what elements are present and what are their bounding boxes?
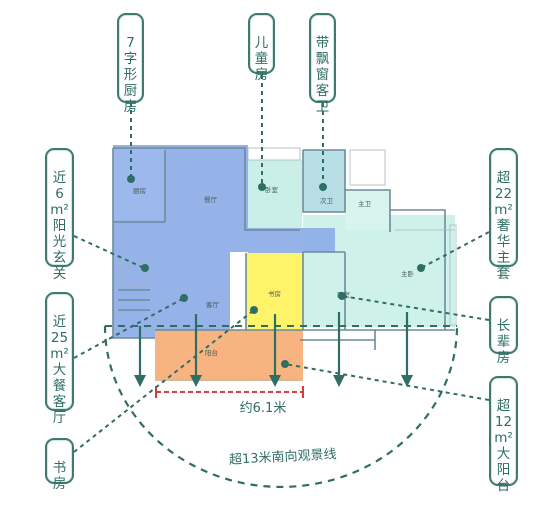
- room-label-study: 书房: [268, 289, 281, 298]
- balcony-zone: [155, 330, 303, 381]
- room-label-dining: 餐厅: [204, 195, 218, 204]
- callout-elder-room: 长 辈 房: [489, 296, 518, 366]
- callout-dining-living-text: 近 25 m² 大 餐 客 厅: [50, 314, 69, 426]
- kids-room-zone: [248, 160, 302, 228]
- callout-bath-window: 带 飘 窗 客 卫: [309, 13, 336, 115]
- width-label: 约6.1米: [240, 401, 287, 416]
- callout-dining-living: 近 25 m² 大 餐 客 厅: [45, 292, 74, 426]
- master-bath-zone: [345, 190, 390, 230]
- leader-lines: [73, 75, 490, 453]
- room-label-master-bath: 主卫: [358, 199, 372, 208]
- callout-elder-room-text: 长 辈 房: [496, 318, 511, 366]
- kitchen-zone: [113, 148, 165, 220]
- callout-kids-room-text: 儿 童 房: [254, 35, 269, 83]
- walls: [112, 147, 455, 350]
- room-label-kitchen: 厨房: [133, 186, 146, 195]
- callout-kitchen-text: 7 字 形 厨 房: [123, 35, 138, 115]
- callout-entrance-text: 近 6 m² 阳 光 玄 关: [50, 170, 69, 282]
- callout-master-suite: 超 22 m² 奢 华 主 套: [489, 148, 518, 282]
- callout-kids-room: 儿 童 房: [248, 13, 275, 83]
- room-label-balcony: 阳台: [205, 348, 218, 357]
- callout-bath-window-text: 带 飘 窗 客 卫: [315, 35, 330, 115]
- callout-study-text: 书 房: [52, 460, 67, 492]
- callout-kitchen: 7 字 形 厨 房: [117, 13, 144, 115]
- callout-study: 书 房: [45, 438, 74, 492]
- south-view-arrows: [134, 312, 413, 387]
- room-label-bedroom-small: 卧室: [265, 185, 279, 194]
- callout-entrance: 近 6 m² 阳 光 玄 关: [45, 148, 74, 282]
- room-label-living: 客厅: [206, 300, 220, 309]
- room-label-guest-bath: 次卫: [320, 196, 334, 205]
- callout-master-suite-text: 超 22 m² 奢 华 主 套: [494, 170, 513, 282]
- view-line-label: 超13米南向观景线: [229, 446, 337, 468]
- room-label-master-bed: 主卧: [401, 269, 415, 278]
- callout-balcony-text: 超 12 m² 大 阳 台: [494, 398, 513, 494]
- view-line-arc: [103, 325, 459, 488]
- width-dimension: 约6.1米: [155, 386, 304, 416]
- floor-plan: 厨房 餐厅 卧室 次卫 主卫 主卧 客厅 书房 卧室 阳台: [112, 145, 457, 381]
- callout-balcony: 超 12 m² 大 阳 台: [489, 376, 518, 494]
- leader-dots: [127, 175, 425, 368]
